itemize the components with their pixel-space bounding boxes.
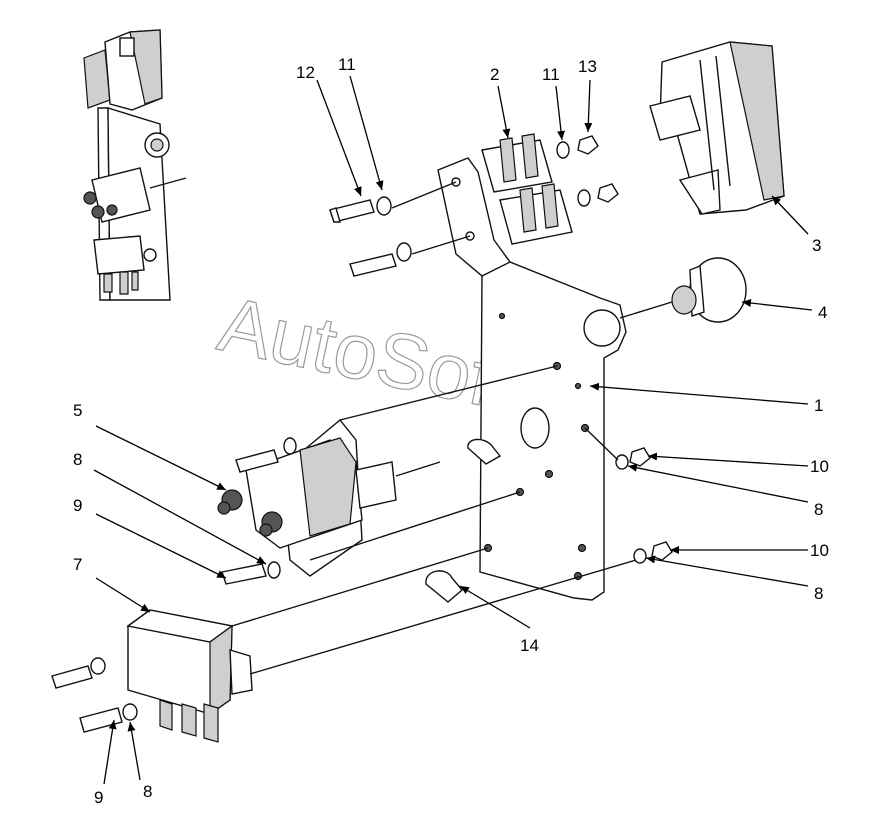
top-hardware (329, 135, 619, 277)
callout-label: 13 (578, 57, 597, 76)
callouts: 12 11 2 11 13 3 4 1 5 8 9 7 10 8 10 8 14 (73, 55, 829, 807)
callout-label: 14 (520, 636, 539, 655)
callout-label: 11 (338, 55, 356, 74)
callout-label: 2 (490, 65, 499, 84)
callout-label: 1 (814, 396, 823, 415)
callout-label: 8 (143, 782, 152, 801)
callout-label: 11 (542, 65, 560, 84)
callout-label: 10 (810, 457, 829, 476)
mounting-bracket-1 (437, 157, 627, 601)
fuse-holder-3 (481, 133, 573, 245)
callout-label: 7 (73, 555, 82, 574)
callout-label: 9 (94, 788, 103, 807)
callout-label: 5 (73, 401, 82, 420)
callout-label: 8 (814, 500, 823, 519)
battery-switch-2 (217, 365, 558, 585)
callout-label: 4 (818, 303, 827, 322)
callout-label: 8 (814, 584, 823, 603)
callout-label: 10 (810, 541, 829, 560)
connector-5 (619, 257, 747, 323)
relay-4 (649, 41, 785, 215)
callout-label: 3 (812, 236, 821, 255)
callout-label: 12 (296, 63, 315, 82)
right-hardware (584, 427, 673, 564)
assembled-view-inset (83, 29, 187, 301)
cable-clip-14 (425, 438, 502, 603)
relay-7 (51, 547, 637, 743)
callout-label: 8 (73, 450, 82, 469)
callout-label: 9 (73, 496, 82, 515)
